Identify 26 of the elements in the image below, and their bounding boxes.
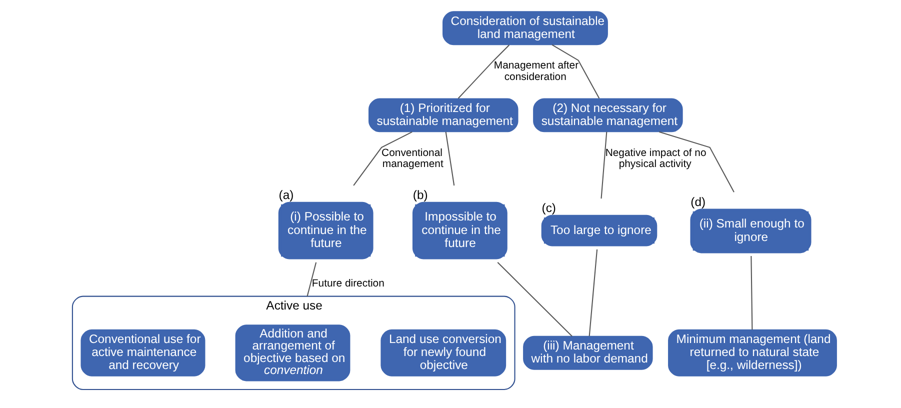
node-box: (iii) Management with no labor demand — [522, 336, 652, 370]
connector — [750, 256, 752, 330]
edge-label: Negative impact of no physical activity — [604, 148, 706, 170]
node-label: (a) — [278, 188, 294, 202]
connector — [496, 262, 572, 337]
edge-label: Conventional management — [381, 148, 443, 170]
connector — [306, 262, 316, 296]
connector — [658, 131, 734, 192]
node-box: Land use conversion for newly found objective — [380, 329, 506, 376]
connector — [352, 131, 412, 186]
connector — [600, 132, 607, 199]
connector — [551, 44, 600, 99]
connector — [444, 132, 454, 186]
node-label: (b) — [412, 188, 428, 202]
edge-label: Management after consideration — [493, 60, 578, 84]
node-label: (d) — [690, 194, 706, 209]
edge-label: Future direction — [311, 278, 384, 290]
node-box: Conventional use for active maintenance and recovery — [80, 329, 205, 376]
connector — [457, 44, 510, 99]
node-box: (1) Prioritized for sustainable management — [368, 98, 518, 132]
node-box: Addition and arrangement of objective based on convention — [234, 324, 350, 382]
node-box: (2) Not necessary for sustainable management — [532, 98, 682, 132]
node-box: Minimum management (land returned to natural state [e.g., wilderness]) — [668, 329, 836, 376]
node-box: Consideration of sustainable land management — [442, 11, 608, 46]
connector — [588, 249, 598, 336]
node-label: (c) — [541, 201, 556, 216]
